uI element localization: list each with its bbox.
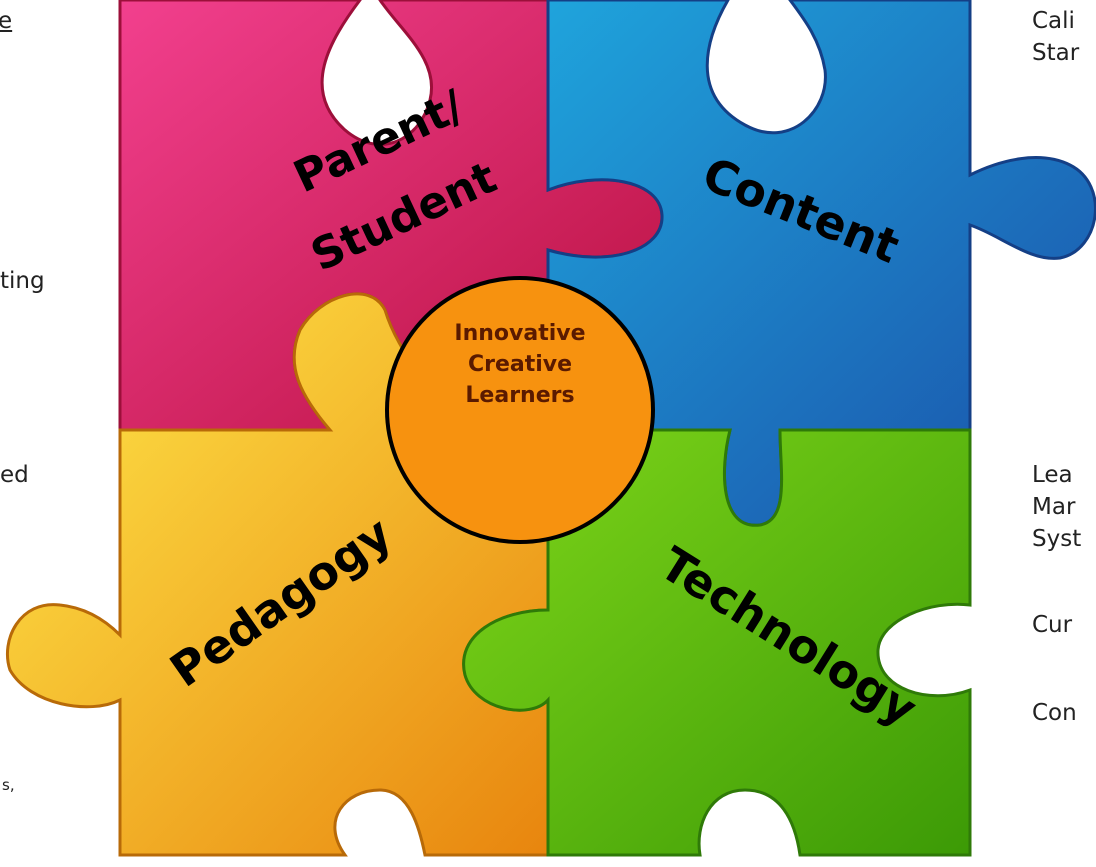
center-line-2: Creative — [467, 352, 573, 377]
right-text-2c: Syst — [1032, 526, 1082, 552]
left-text-2: ting — [0, 268, 45, 294]
right-text-2b: Mar — [1032, 494, 1076, 520]
center-line-3: Learners — [465, 383, 575, 408]
right-text-2a: Lea — [1032, 462, 1073, 488]
technology-piece — [462, 428, 972, 857]
center-line-1: Innovative — [454, 321, 586, 346]
center-circle — [385, 276, 655, 544]
content-piece — [546, 0, 1096, 527]
left-text-4: s, — [2, 776, 15, 794]
right-text-1a: Cali — [1032, 8, 1075, 34]
left-text-1: e — [0, 8, 13, 34]
right-text-4: Con — [1032, 700, 1077, 726]
center-label: Innovative Creative Learners — [410, 318, 630, 411]
right-text-3: Cur — [1032, 612, 1073, 638]
right-text-1b: Star — [1032, 40, 1080, 66]
left-text-3: ed — [0, 462, 29, 488]
